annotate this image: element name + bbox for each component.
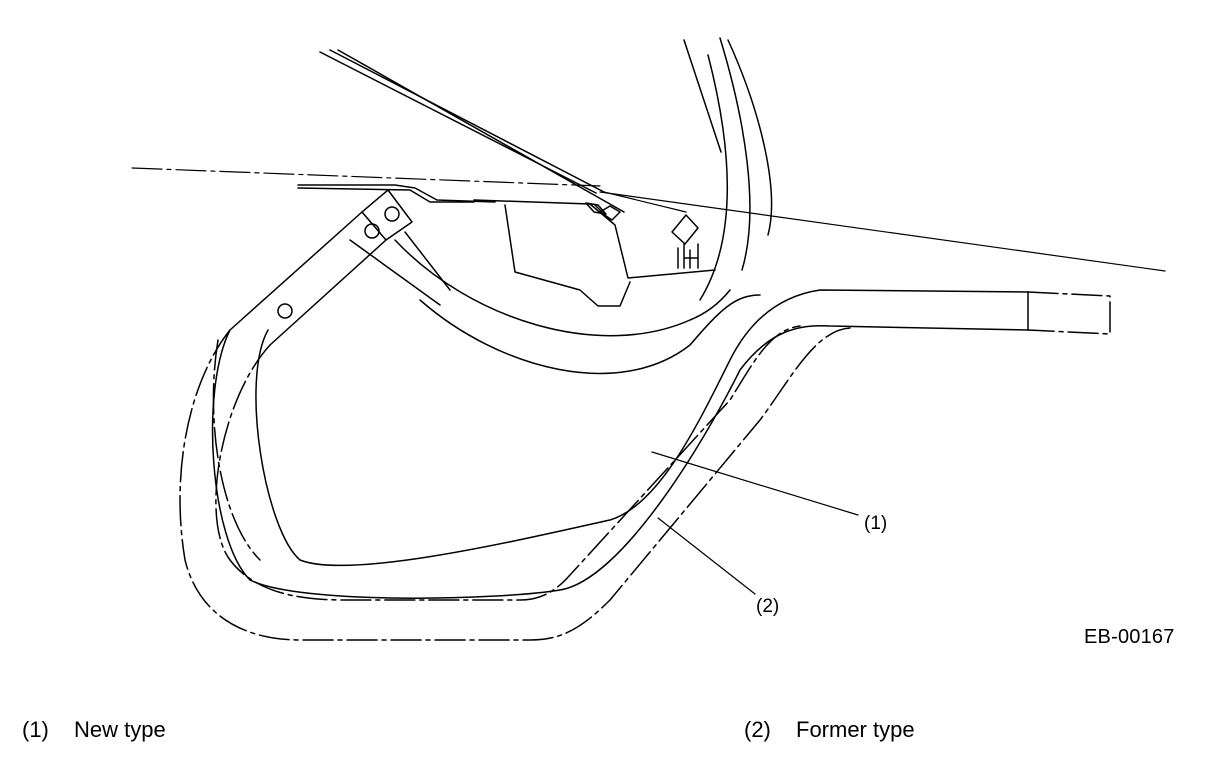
legend-label: Former type xyxy=(796,717,915,742)
inner-bracket xyxy=(297,184,716,307)
figure-code: EB-00167 xyxy=(1084,626,1175,648)
former-type-outline xyxy=(179,325,851,641)
legend-item-new: (1) New type xyxy=(22,719,166,741)
legend-number: (2) xyxy=(744,717,771,742)
pillar xyxy=(683,37,773,301)
legend-item-former: (2) Former type xyxy=(744,719,915,741)
legend-number: (1) xyxy=(22,717,49,742)
callout-leaders xyxy=(651,451,859,595)
reference-line xyxy=(131,167,1166,272)
legend-label: New type xyxy=(74,717,166,742)
mount-bracket xyxy=(229,189,451,346)
new-type-outline xyxy=(211,239,1111,599)
upper-strut xyxy=(319,49,625,213)
callout-label-new: (1) xyxy=(864,513,888,534)
callout-label-former: (2) xyxy=(756,596,780,617)
